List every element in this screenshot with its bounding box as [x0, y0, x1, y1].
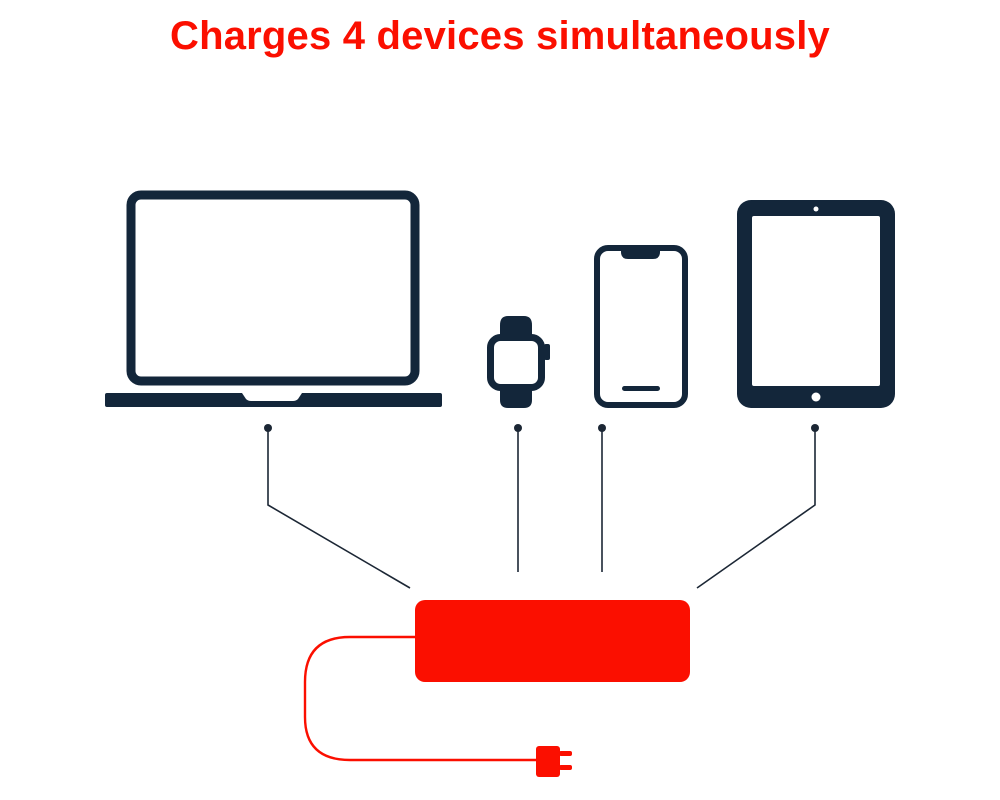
headline: Charges 4 devices simultaneously [169, 14, 830, 58]
smartwatch-icon [487, 316, 550, 408]
smartphone-icon [594, 245, 688, 408]
connector-lines [267, 428, 816, 589]
laptop-icon [105, 190, 442, 407]
connector-dots [264, 424, 819, 432]
power-cable [303, 635, 541, 762]
tablet-connector [696, 428, 816, 589]
tablet-icon [737, 200, 895, 408]
laptop-connector [267, 428, 411, 589]
charging-hub-icon [415, 600, 690, 682]
power-plug-icon [536, 746, 572, 777]
